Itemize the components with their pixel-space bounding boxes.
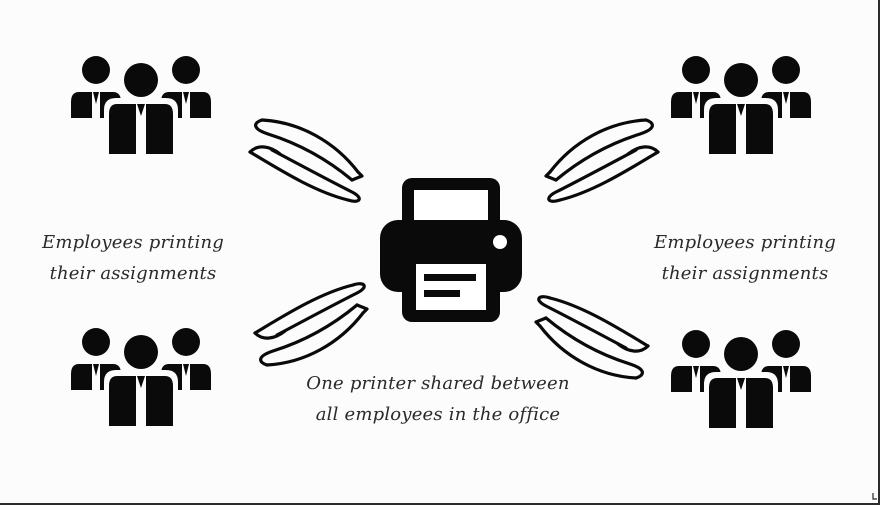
printer-icon — [378, 176, 524, 324]
right-caption: Employees printing their assignments — [640, 227, 850, 289]
corner-mark — [872, 493, 877, 500]
double-arrow-icon — [538, 110, 668, 210]
center-caption-line-1: One printer shared between — [306, 373, 570, 394]
center-caption-line-2: all employees in the office — [315, 404, 561, 425]
left-caption-line-2: their assignments — [49, 263, 217, 284]
left-caption-line-1: Employees printing — [42, 232, 224, 253]
double-arrow-icon — [245, 275, 375, 375]
people-group-icon — [66, 48, 216, 158]
double-arrow-icon — [240, 110, 370, 210]
people-group-icon — [66, 320, 216, 430]
double-arrow-icon — [528, 288, 658, 388]
people-group-icon — [666, 322, 816, 432]
people-group-icon — [666, 48, 816, 158]
right-caption-line-2: their assignments — [661, 263, 829, 284]
center-caption: One printer shared between all employees… — [283, 368, 593, 430]
right-caption-line-1: Employees printing — [654, 232, 836, 253]
left-caption: Employees printing their assignments — [28, 227, 238, 289]
